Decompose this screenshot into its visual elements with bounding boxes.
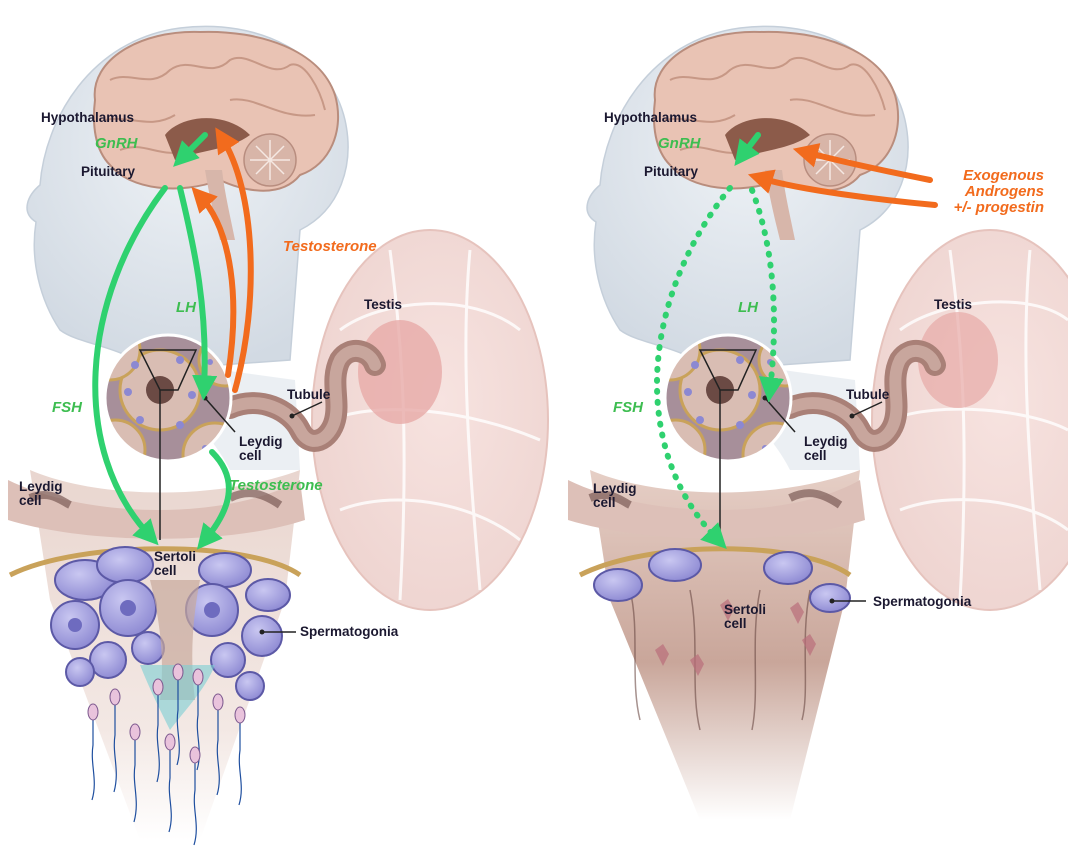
- fsh-label-left: FSH: [52, 400, 82, 416]
- exogenous-label-line1: Exogenous: [963, 167, 1044, 184]
- sertoli-label-right-line2: cell: [724, 616, 747, 631]
- lh-label-right: LH: [738, 300, 758, 316]
- leydig-label-right-line1: Leydig: [593, 481, 637, 496]
- sertoli-label-right: Sertoli cell: [724, 603, 766, 631]
- leydig-label-right-line2: cell: [593, 495, 616, 510]
- leydig-inset-label-right: Leydig cell: [804, 435, 848, 463]
- pituitary-label-left: Pituitary: [81, 165, 135, 179]
- leydig-label-left: Leydig cell: [19, 480, 63, 508]
- testis-label-right: Testis: [934, 298, 972, 312]
- spermatogonia-label-left: Spermatogonia: [300, 625, 398, 639]
- sertoli-label-left-line1: Sertoli: [154, 549, 196, 564]
- leydig-label-left-line1: Leydig: [19, 479, 63, 494]
- pituitary-label-right: Pituitary: [644, 165, 698, 179]
- fsh-label-right: FSH: [613, 400, 643, 416]
- testis-left: [312, 230, 548, 610]
- tubule-label-left: Tubule: [287, 388, 330, 402]
- testosterone-label-mid-left: Testosterone: [229, 478, 323, 494]
- testosterone-label-top-left: Testosterone: [283, 239, 377, 255]
- right-panel-art: [568, 26, 1068, 820]
- leydig-inset-label-left-line2: cell: [239, 448, 262, 463]
- tissue-cone-right: [568, 470, 865, 820]
- leydig-inset-label-right-line1: Leydig: [804, 434, 848, 449]
- gnrh-label-right: GnRH: [658, 136, 701, 152]
- leydig-label-left-line2: cell: [19, 493, 42, 508]
- hypothalamus-label-right: Hypothalamus: [604, 111, 697, 125]
- sertoli-label-right-line1: Sertoli: [724, 602, 766, 617]
- exogenous-label-line3: +/- progestin: [954, 199, 1044, 216]
- tubule-label-right: Tubule: [846, 388, 889, 402]
- lh-label-left: LH: [176, 300, 196, 316]
- exogenous-label-line2: Androgens: [965, 183, 1044, 200]
- hypothalamus-label-left: Hypothalamus: [41, 111, 134, 125]
- spermatogonia-label-right: Spermatogonia: [873, 595, 971, 609]
- leydig-inset-label-left: Leydig cell: [239, 435, 283, 463]
- exogenous-androgens-label: Exogenous Androgens +/- progestin: [932, 168, 1044, 215]
- sertoli-label-left-line2: cell: [154, 563, 177, 578]
- leydig-label-right: Leydig cell: [593, 482, 637, 510]
- gnrh-label-left: GnRH: [95, 136, 138, 152]
- sertoli-label-left: Sertoli cell: [154, 550, 196, 578]
- leydig-inset-label-right-line2: cell: [804, 448, 827, 463]
- testis-label-left: Testis: [364, 298, 402, 312]
- leydig-inset-label-left-line1: Leydig: [239, 434, 283, 449]
